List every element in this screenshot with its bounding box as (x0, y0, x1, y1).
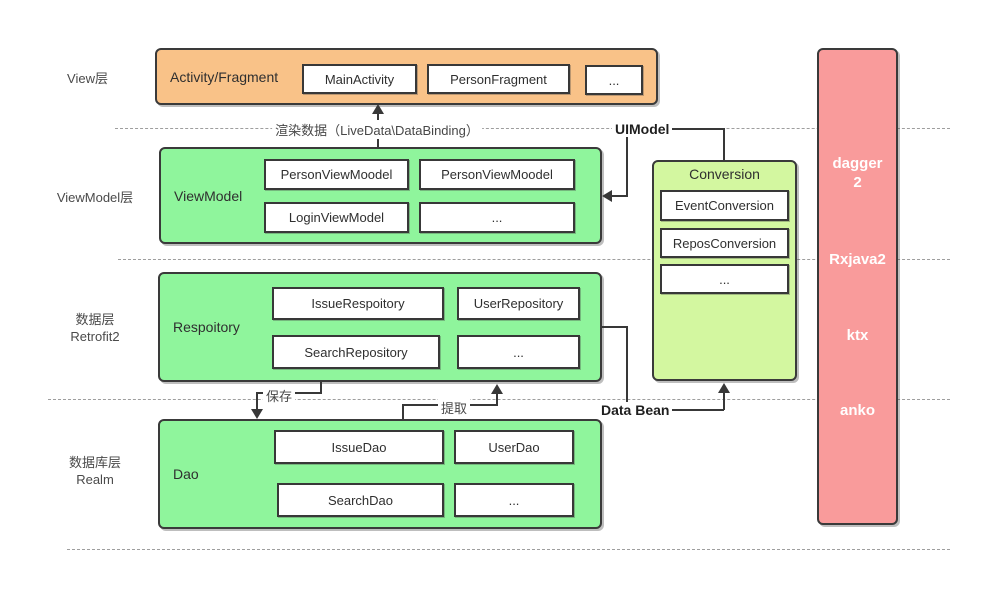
viewmodel-item-2: PersonViewMoodel (419, 159, 575, 190)
databean-line-from-repository (602, 326, 628, 328)
uimodel-label: UIModel (612, 121, 673, 137)
repository-layer-box: Respoitory IssueRespoitory UserRepositor… (158, 272, 602, 382)
dao-item-user: UserDao (454, 430, 574, 464)
viewmodel-item-1: PersonViewMoodel (264, 159, 409, 190)
viewmodel-item-more: ... (419, 202, 575, 233)
render-data-arrow-icon (372, 104, 384, 114)
repository-item-issue: IssueRespoitory (272, 287, 444, 320)
layer-divider-2 (118, 259, 950, 260)
side-label-view: View层 (67, 71, 108, 86)
side-label-viewmodel: ViewModel层 (56, 190, 134, 205)
repository-item-user: UserRepository (457, 287, 580, 320)
layer-divider-4 (67, 549, 950, 550)
viewmodel-item-login: LoginViewModel (264, 202, 409, 233)
extract-line-up (496, 393, 498, 406)
library-anko: anko (839, 402, 875, 419)
uimodel-line-down (626, 137, 628, 197)
extract-label: 提取 (438, 398, 471, 417)
dao-layer-box: Dao IssueDao UserDao SearchDao ... (158, 419, 602, 529)
library-dagger2: dagger 2 (832, 155, 883, 191)
databean-line-down (626, 326, 628, 403)
view-item-mainactivity: MainActivity (302, 64, 417, 94)
library-ktx: ktx (846, 327, 869, 344)
layer-divider-3 (48, 399, 950, 400)
side-label-data: 数据层 Retrofit2 (70, 312, 120, 344)
library-rxjava2: Rxjava2 (829, 251, 886, 268)
view-item-personfragment: PersonFragment (427, 64, 570, 94)
save-line-from-repository (320, 382, 322, 394)
repository-layer-label: Respoitory (173, 319, 240, 335)
databean-line-up (723, 393, 725, 410)
side-label-database: 数据库层 Realm (68, 455, 121, 487)
view-item-more: ... (585, 65, 643, 95)
uimodel-line-to-conversion (723, 128, 725, 161)
repository-item-more: ... (457, 335, 580, 369)
libraries-pillar: dagger 2 Rxjava2 ktx anko (817, 48, 898, 525)
databean-label: Data Bean (598, 402, 673, 418)
render-data-label: 渲染数据（LiveData\DataBinding） (272, 120, 482, 139)
dao-item-more: ... (454, 483, 574, 517)
layer-divider-1 (115, 128, 950, 129)
uimodel-line-right (672, 128, 724, 130)
conversion-item-event: EventConversion (660, 190, 789, 221)
databean-line-right (672, 409, 724, 411)
save-line-down (256, 392, 258, 410)
conversion-box: Conversion EventConversion ReposConversi… (652, 160, 797, 381)
viewmodel-layer-label: ViewModel (174, 187, 243, 204)
uimodel-line-to-viewmodel (610, 195, 628, 197)
view-layer-label: Activity/Fragment (170, 68, 279, 85)
conversion-title: Conversion (689, 166, 760, 182)
dao-item-issue: IssueDao (274, 430, 444, 464)
repository-item-search: SearchRepository (272, 335, 440, 369)
save-arrow-icon (251, 409, 263, 419)
conversion-item-repos: ReposConversion (660, 228, 789, 258)
dao-item-search: SearchDao (277, 483, 444, 517)
extract-arrow-icon (491, 384, 503, 394)
extract-line-from-dao (402, 404, 404, 419)
dao-layer-label: Dao (173, 466, 199, 482)
databean-arrow-icon (718, 383, 730, 393)
conversion-item-more: ... (660, 264, 789, 294)
save-label: 保存 (263, 386, 296, 405)
uimodel-arrow-icon (602, 190, 612, 202)
viewmodel-layer-box: ViewModel PersonViewMoodel PersonViewMoo… (159, 147, 602, 244)
view-layer-box: Activity/Fragment MainActivity PersonFra… (155, 48, 658, 105)
